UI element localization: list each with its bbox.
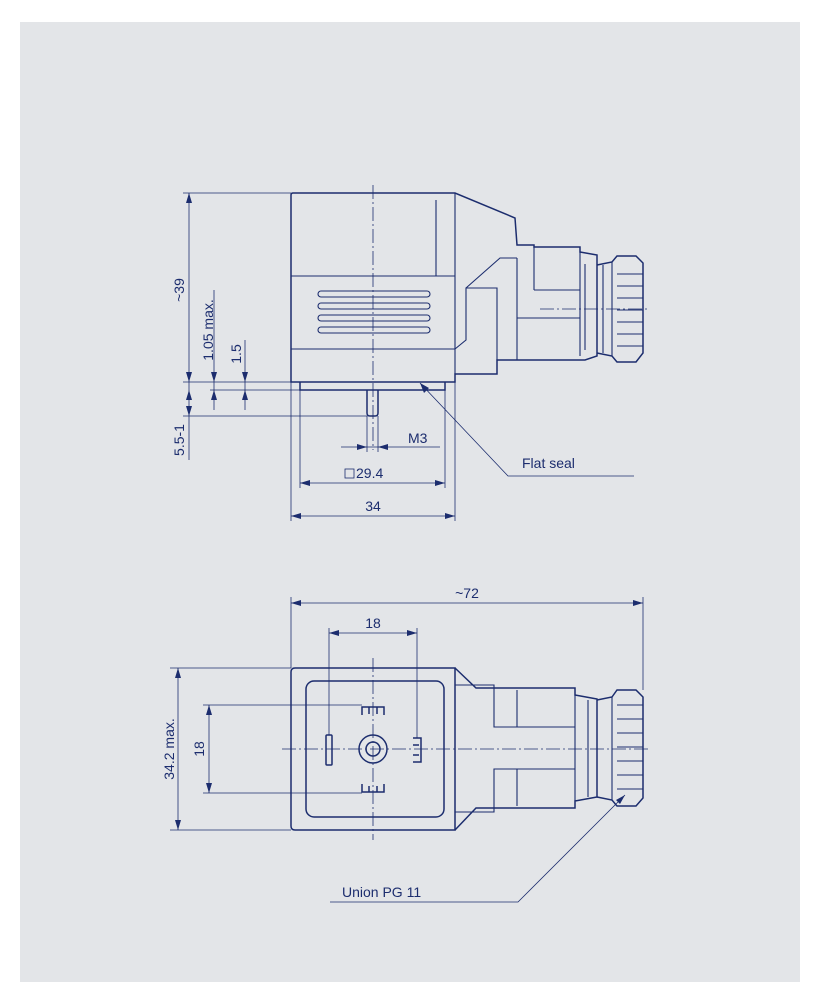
dim-width: 34 bbox=[365, 498, 381, 514]
dim-pin-spacing-v: 18 bbox=[191, 741, 207, 757]
dim-length: ~72 bbox=[455, 585, 479, 601]
dim-flange: 1.5 bbox=[228, 344, 244, 364]
dim-height-total: ~39 bbox=[171, 278, 187, 302]
callout-union: Union PG 11 bbox=[342, 884, 421, 900]
contacts bbox=[325, 706, 422, 793]
dim-pin-spacing-h: 18 bbox=[365, 615, 381, 631]
dim-seal-height: 1.05 max. bbox=[200, 299, 216, 360]
drawing-sheet bbox=[20, 22, 800, 982]
dim-height-max: 34.2 max. bbox=[161, 718, 177, 779]
dim-pitch-square: 29.4 bbox=[356, 465, 383, 481]
grip-ribs bbox=[317, 290, 431, 334]
dim-pin-length: 5.5-1 bbox=[171, 424, 187, 456]
dim-thread: M3 bbox=[408, 430, 428, 446]
top-view bbox=[170, 597, 650, 903]
side-view bbox=[183, 185, 650, 521]
callout-flat-seal: Flat seal bbox=[522, 455, 575, 471]
